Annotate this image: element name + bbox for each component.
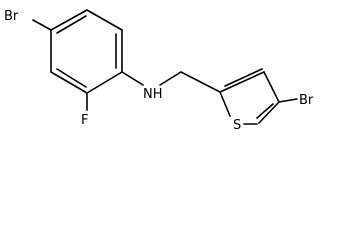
bond-ring-c3-c4 [50,9,88,31]
molecule-diagram: Br F NH Br S [4,9,314,133]
bond-ring-c6-c1 [86,71,123,94]
benzene-ring [50,9,123,94]
bond-thio-c2-c3-inner [224,68,263,87]
bond-ring-c2-c3 [86,9,123,31]
atom-amine: NH [143,87,163,102]
bond-ring-c5-c6 [50,71,88,94]
bond-thio-c4-c5-inner [256,103,274,119]
bond-c-br-phenyl [32,19,52,31]
thiophene-ring [219,68,280,125]
atom-sulfur: S [233,118,241,133]
atom-fluorine: F [81,113,88,128]
bond-ch2-thiophene [180,71,221,93]
bond-c-n [121,71,144,86]
atom-br-thiophene: Br [299,93,314,108]
bond-thio-c2-c3 [219,71,265,93]
bond-c-br-thiophene [278,98,298,103]
bond-thio-c3-c4 [263,71,280,103]
atom-br-phenyl: Br [4,9,19,24]
bond-thio-c4-c5 [258,101,280,124]
bond-thio-s-c2 [219,91,231,117]
bond-ring-inner-3 [56,68,87,88]
bond-ring-inner-2 [56,15,87,34]
bond-n-ch2 [159,71,182,86]
